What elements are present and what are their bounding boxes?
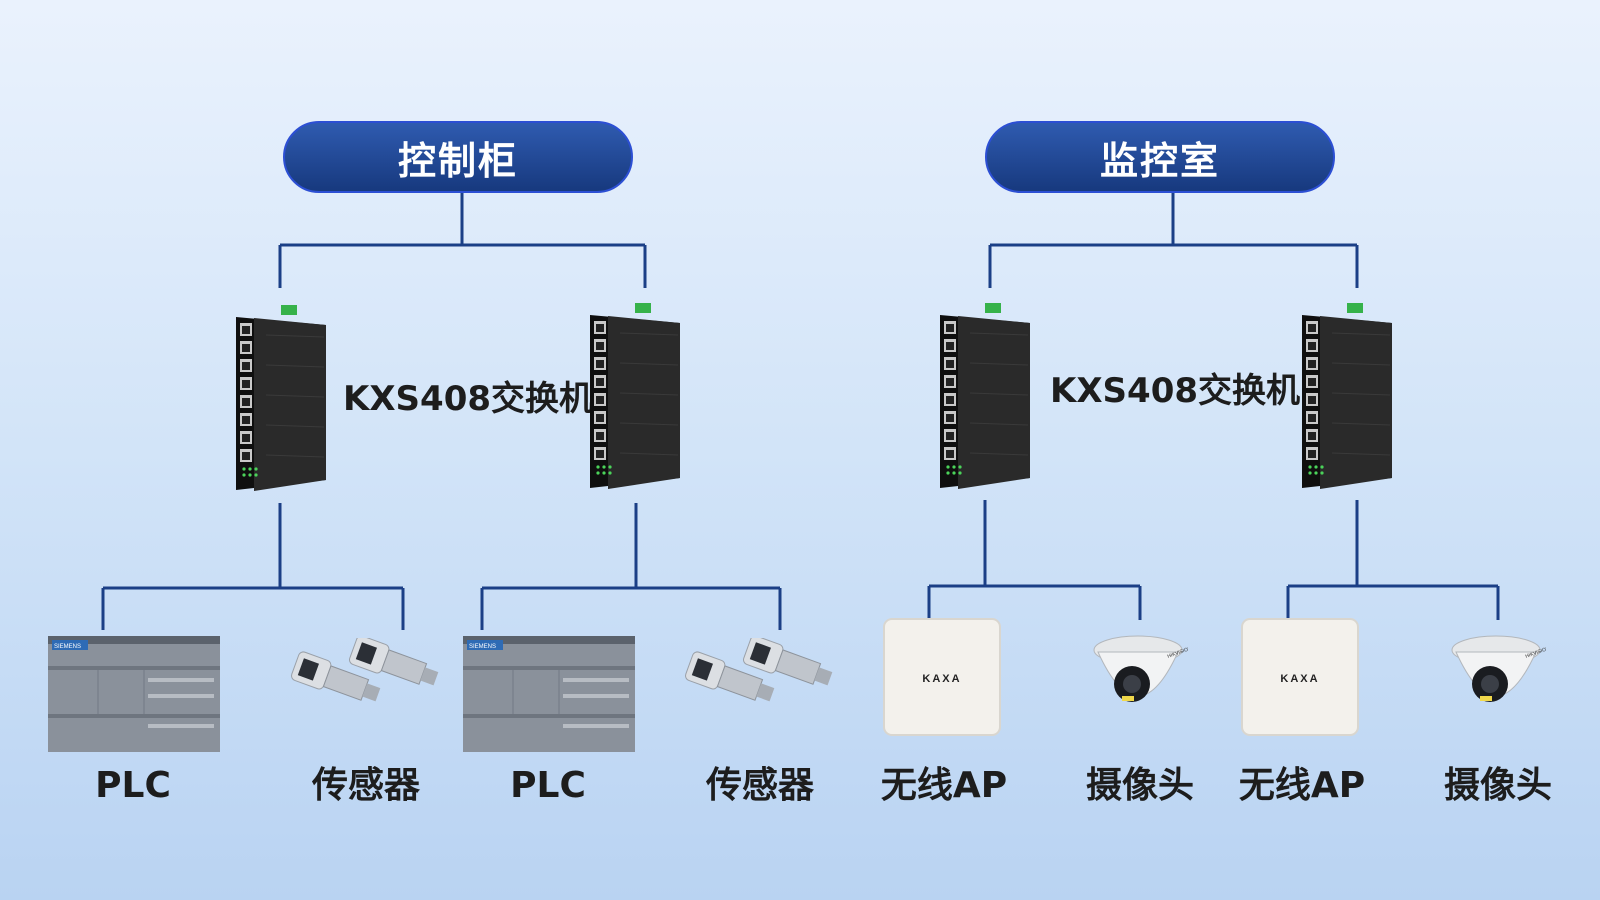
- plc-brand: SIEMENS: [469, 644, 496, 650]
- switch-icon: [236, 305, 326, 491]
- device-label-camera: 摄像头: [1085, 765, 1195, 806]
- dome-camera-icon: HIKVISION: [1093, 635, 1188, 702]
- link-switch2-devices: [480, 503, 782, 630]
- plc-icon: SIEMENS: [48, 636, 220, 752]
- link-switch3-devices: [927, 500, 1142, 620]
- ap-brand: KAXA: [922, 673, 961, 685]
- device-label-sensor: 传感器: [311, 765, 421, 806]
- sensor-icon: [685, 638, 833, 702]
- wireless-ap-icon: KAXA: [883, 618, 1001, 736]
- device-label-camera: 摄像头: [1443, 765, 1553, 806]
- device-label-wireless-ap: 无线AP: [1238, 765, 1366, 806]
- wireless-ap-icon: KAXA: [1241, 618, 1359, 736]
- switch-icon: [590, 303, 680, 489]
- dome-camera-icon: HIKVISION: [1451, 635, 1546, 702]
- link-switch1-devices: [101, 503, 405, 630]
- cabinet-title: 控制柜: [283, 121, 633, 193]
- switch-icon: [940, 303, 1030, 489]
- device-label-plc: PLC: [95, 765, 171, 806]
- device-label-sensor: 传感器: [705, 765, 815, 806]
- monitor-room-title: 监控室: [985, 121, 1335, 193]
- link-monitor-switches: [988, 192, 1359, 288]
- device-label-plc: PLC: [510, 765, 586, 806]
- link-switch4-devices: [1286, 500, 1500, 620]
- switch-label-right: KXS408交换机: [1050, 371, 1301, 411]
- ap-brand: KAXA: [1280, 673, 1319, 685]
- link-cabinet-switches: [278, 192, 647, 288]
- plc-brand: SIEMENS: [54, 644, 81, 650]
- plc-icon: SIEMENS: [463, 636, 635, 752]
- device-label-wireless-ap: 无线AP: [880, 765, 1008, 806]
- switch-icon: [1302, 303, 1392, 489]
- connector-lines: [101, 192, 1500, 630]
- switch-label-left: KXS408交换机: [343, 379, 594, 419]
- sensor-icon: [291, 638, 439, 702]
